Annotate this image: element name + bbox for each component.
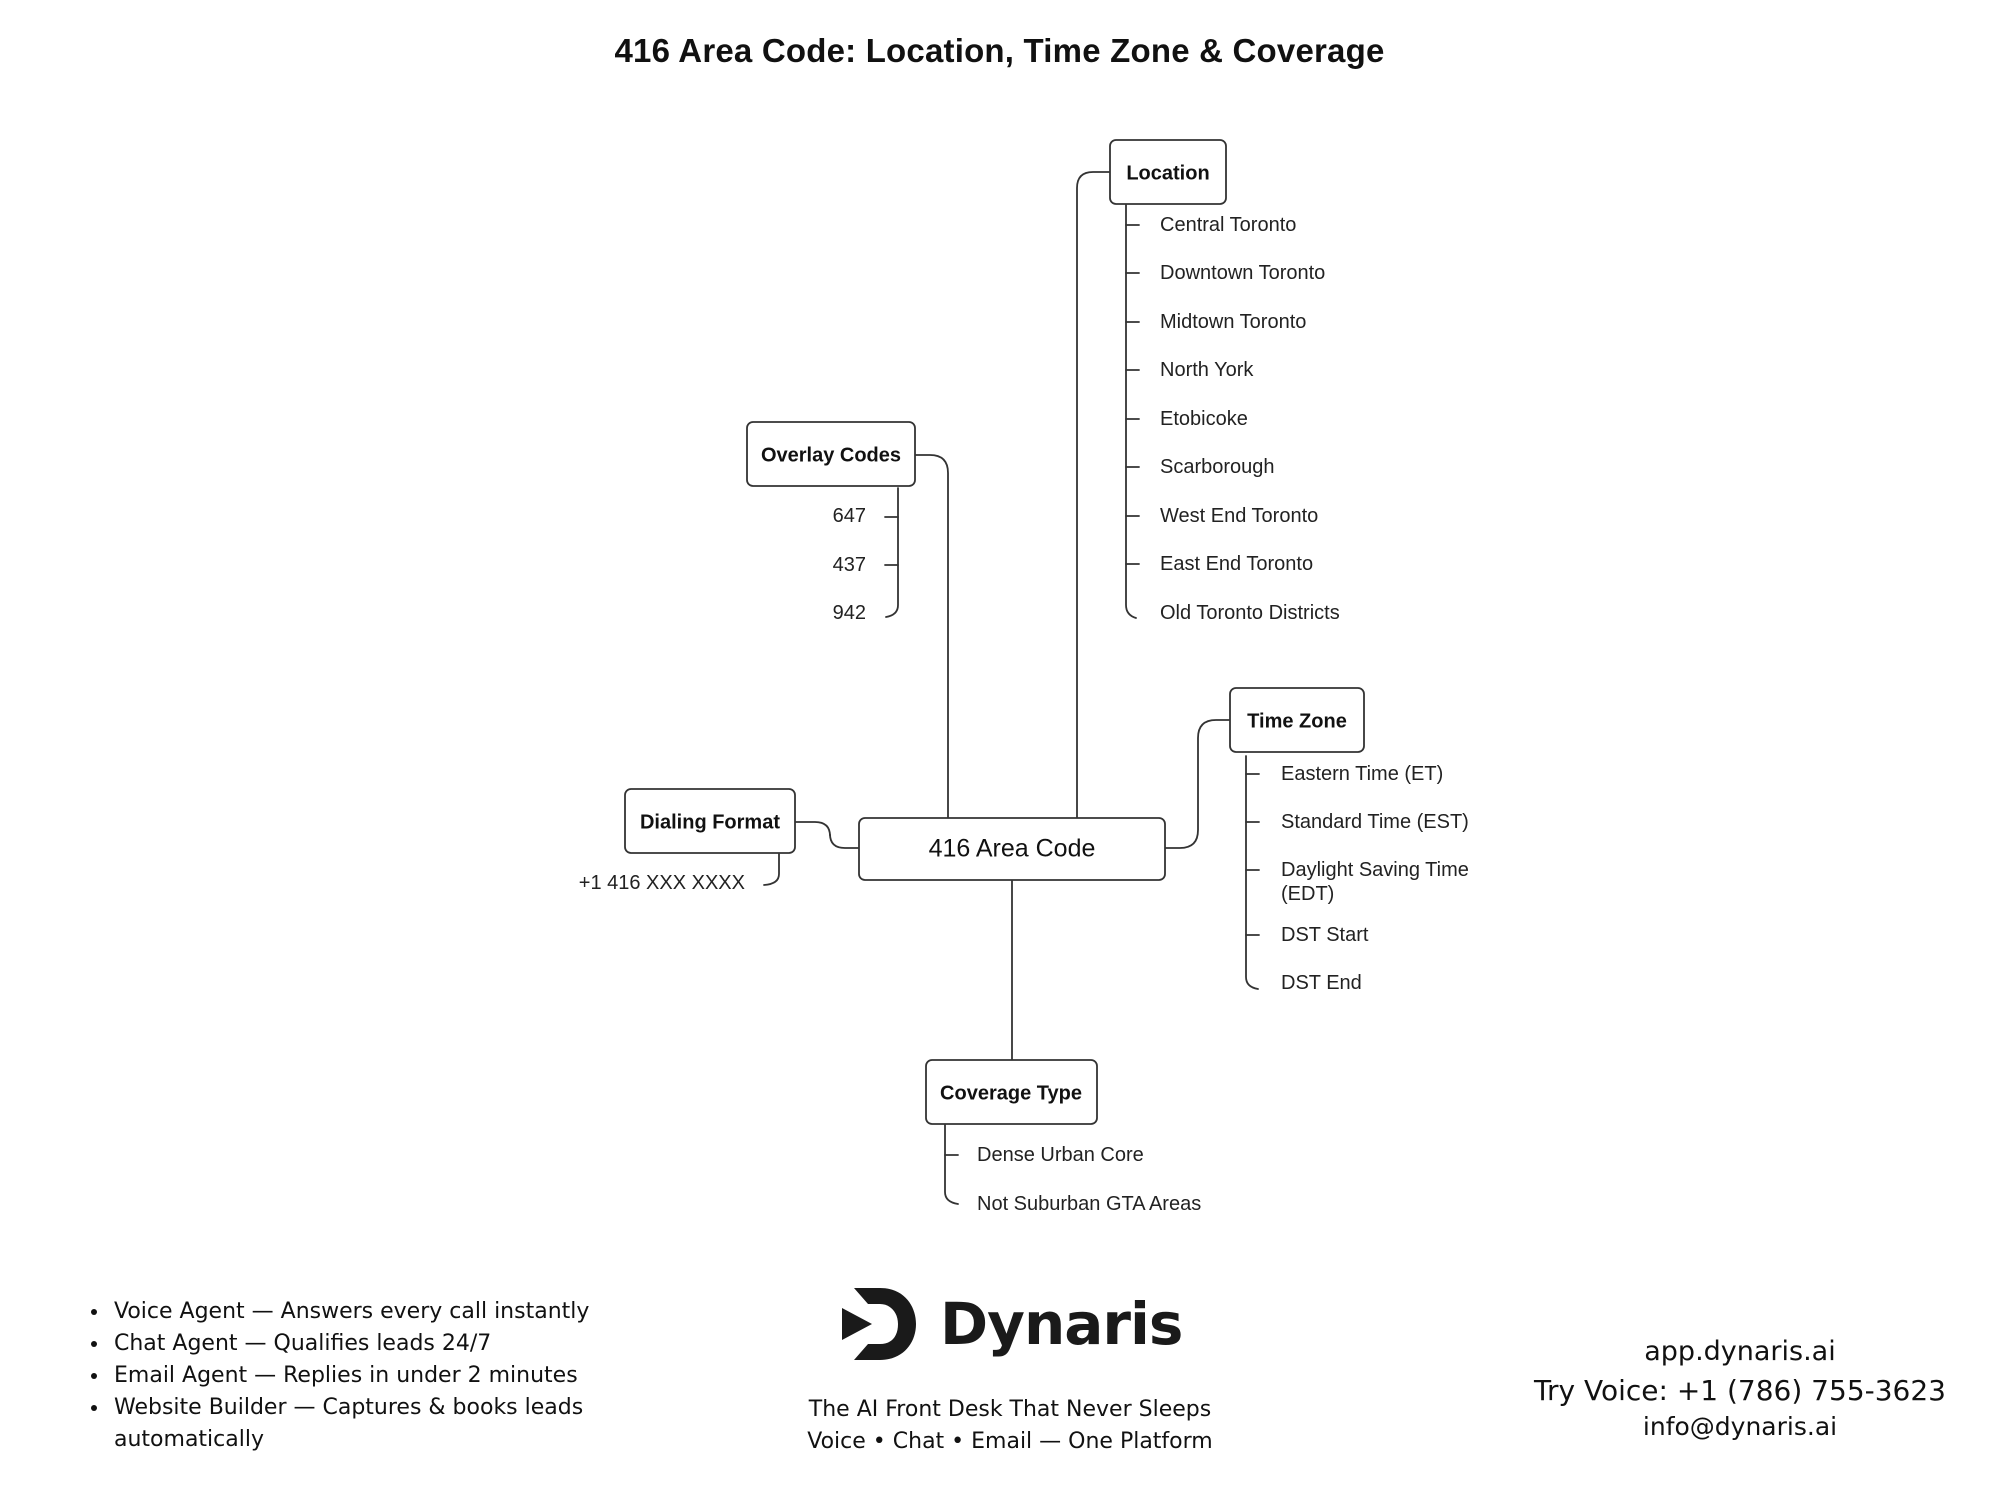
overlay-branch-line [885, 487, 899, 618]
feature-item: Email Agent — Replies in under 2 minutes [110, 1360, 630, 1392]
coverage-type-node: Coverage Type [925, 1059, 1098, 1125]
coverage-item: Dense Urban Core [977, 1144, 1144, 1166]
overlay-items: 647 437 942 [833, 505, 866, 624]
time-zone-item: DST End [1281, 972, 1362, 994]
overlay-code: 647 [833, 505, 866, 527]
feature-item: Chat Agent — Qualifies leads 24/7 [110, 1328, 630, 1360]
feature-item: Voice Agent — Answers every call instant… [110, 1296, 630, 1328]
time-zone-item: Daylight Saving Time [1281, 859, 1469, 881]
location-item: Old Toronto Districts [1160, 602, 1340, 624]
feature-list: Voice Agent — Answers every call instant… [88, 1296, 630, 1456]
connector-overlay [914, 454, 949, 819]
time-zone-item: Standard Time (EST) [1281, 811, 1469, 833]
phone-number[interactable]: Try Voice: +1 (786) 755-3623 [1534, 1374, 1946, 1407]
dynaris-logo-icon [842, 1288, 916, 1360]
time-zone-item: Eastern Time (ET) [1281, 763, 1443, 785]
connector-time-zone [1164, 719, 1231, 849]
brand-name: Dynaris [940, 1290, 1183, 1358]
location-item: West End Toronto [1160, 505, 1318, 527]
location-item: Etobicoke [1160, 408, 1248, 430]
feature-item: Website Builder — Captures & books leads… [110, 1392, 630, 1456]
time-zone-item: (EDT) [1281, 883, 1334, 905]
coverage-items: Dense Urban Core Not Suburban GTA Areas [977, 1144, 1201, 1215]
svg-text:Time Zone: Time Zone [1247, 710, 1347, 732]
overlay-code: 942 [833, 602, 866, 624]
email-link[interactable]: info@dynaris.ai [1642, 1412, 1838, 1441]
location-item: Downtown Toronto [1160, 262, 1325, 284]
center-node: 416 Area Code [858, 817, 1166, 881]
svg-text:Dialing Format: Dialing Format [640, 811, 780, 833]
connector-location [1076, 171, 1111, 819]
location-ticks [1125, 224, 1140, 565]
dialing-format-node: Dialing Format [624, 788, 796, 854]
time-zone-node: Time Zone [1229, 687, 1365, 753]
brand-logo: Dynaris [840, 1284, 1183, 1364]
location-item: Midtown Toronto [1160, 311, 1306, 333]
overlay-codes-node: Overlay Codes [746, 421, 916, 487]
location-items: Central Toronto Downtown Toronto Midtown… [1160, 214, 1340, 624]
overlay-ticks [884, 516, 899, 566]
connector-dialing [794, 821, 860, 849]
location-node: Location [1109, 139, 1227, 205]
dialing-branch-line [763, 853, 780, 886]
svg-text:Coverage Type: Coverage Type [940, 1082, 1082, 1104]
location-item: Central Toronto [1160, 214, 1296, 236]
location-item: East End Toronto [1160, 553, 1313, 575]
location-item: Scarborough [1160, 456, 1275, 478]
time-zone-items: Eastern Time (ET) Standard Time (EST) Da… [1281, 763, 1469, 994]
page-title: 416 Area Code: Location, Time Zone & Cov… [614, 32, 1385, 69]
svg-text:416 Area Code: 416 Area Code [929, 835, 1096, 863]
coverage-item: Not Suburban GTA Areas [977, 1193, 1201, 1215]
tagline: The AI Front Desk That Never Sleeps [808, 1397, 1212, 1422]
time-zone-item: DST Start [1281, 924, 1369, 946]
dialing-format-item: +1 416 XXX XXXX [579, 872, 745, 894]
tagline-platform: Voice • Chat • Email — One Platform [807, 1429, 1213, 1454]
coverage-branch-line [944, 1124, 959, 1205]
overlay-code: 437 [833, 554, 866, 576]
time-zone-ticks [1245, 773, 1260, 936]
svg-text:Location: Location [1126, 162, 1209, 184]
location-item: North York [1160, 359, 1254, 381]
website-link[interactable]: app.dynaris.ai [1644, 1336, 1836, 1367]
location-branch-line [1125, 204, 1137, 619]
svg-text:Overlay Codes: Overlay Codes [761, 444, 901, 466]
time-zone-branch-line [1245, 755, 1259, 990]
